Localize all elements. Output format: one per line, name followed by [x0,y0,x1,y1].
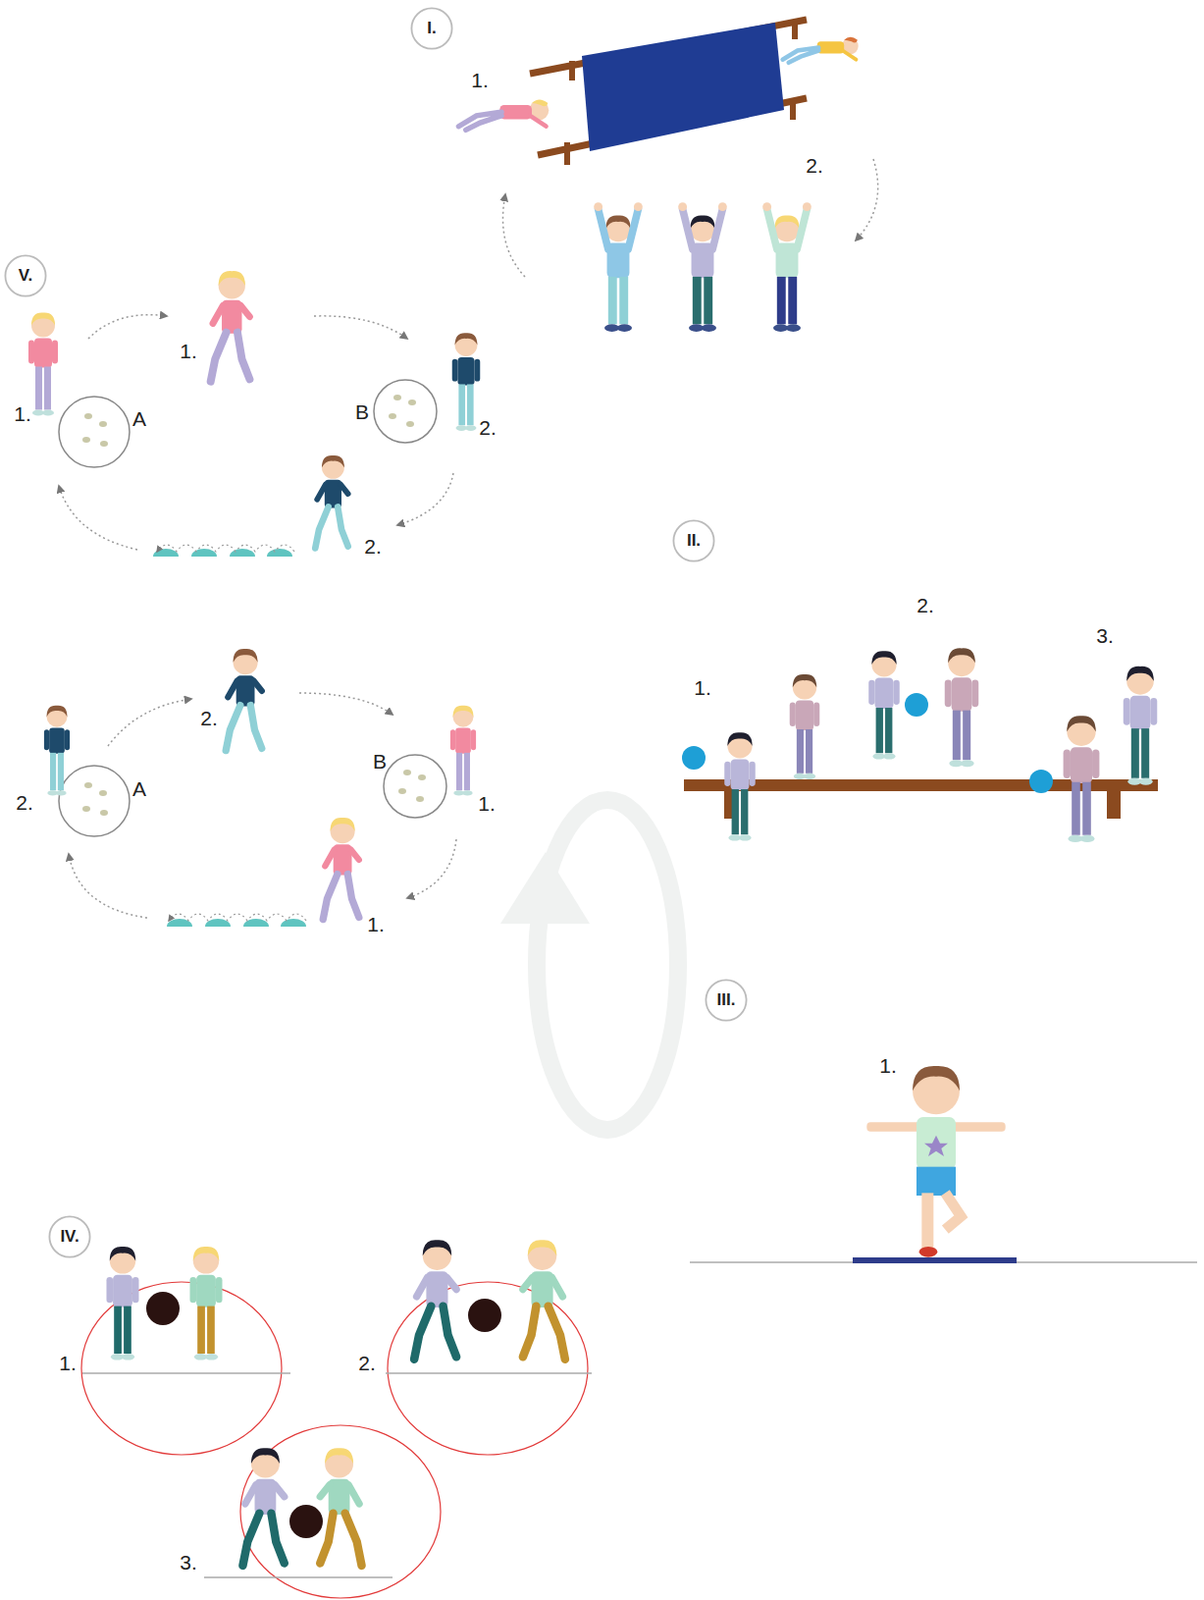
ball [468,1298,502,1332]
callout-number: 3. [179,1551,198,1572]
circle-letter: B [355,401,369,422]
callout-number: 1. [179,340,198,362]
circle-letter: B [372,750,387,772]
circle-letter: A [132,778,147,799]
ball [904,692,929,717]
push-station [81,1239,592,1598]
cycle-arrow [500,799,679,1130]
relay-station [44,648,476,927]
station-badge: I. [409,5,455,52]
ball [681,745,706,770]
running-child [314,455,348,549]
running-child [210,270,251,382]
child-arms-up [678,202,728,332]
tunnel-station [458,19,878,332]
child [44,705,70,796]
circle-letter: A [132,408,147,429]
running-child [322,817,360,920]
station-badge: IV. [47,1213,93,1259]
crawling-child [783,37,859,63]
callout-number: 1. [13,403,32,424]
callout-number: 2. [478,417,497,438]
child-arms-up [593,202,643,332]
child-arms-up [762,202,812,332]
station-badge: III. [703,977,749,1023]
child [523,1239,566,1360]
callout-number: 2. [364,535,382,557]
callout-number: 2. [200,707,218,729]
station-number: V. [2,253,49,299]
ball [289,1504,323,1538]
child [724,732,756,840]
station-number: II. [671,518,717,564]
child [242,1447,284,1566]
child [319,1447,362,1566]
child [789,674,821,780]
child [1123,666,1158,786]
child [106,1246,140,1361]
child [450,705,476,796]
balancing-child [866,1065,1005,1257]
callout-number: 2. [15,791,34,813]
running-child [225,648,262,751]
child [1063,715,1100,842]
ball [146,1291,180,1325]
child [452,332,481,431]
station-number: IV. [47,1213,93,1259]
station-badge: V. [2,253,49,299]
callout-number: 1. [879,1054,897,1076]
child [944,647,980,767]
callout-number: 1. [693,677,712,698]
station-number: I. [409,5,455,52]
balance-station [689,1065,1198,1263]
callout-number: 3. [1096,625,1114,646]
relay-station [28,270,480,557]
child [28,312,58,416]
child [868,650,900,759]
callout-number: 1. [366,913,385,935]
child [414,1239,457,1360]
child [190,1246,223,1361]
callout-number: 1. [477,792,496,814]
callout-number: 1. [471,69,489,91]
callout-number: 2. [358,1352,376,1373]
station-number: III. [703,977,749,1023]
callout-number: 2. [805,155,824,176]
callout-number: 2. [916,594,935,616]
bench-station [681,647,1158,842]
ball [1029,769,1053,793]
station-badge: II. [671,518,717,564]
callout-number: 1. [58,1352,77,1373]
crawling-child [458,99,549,130]
